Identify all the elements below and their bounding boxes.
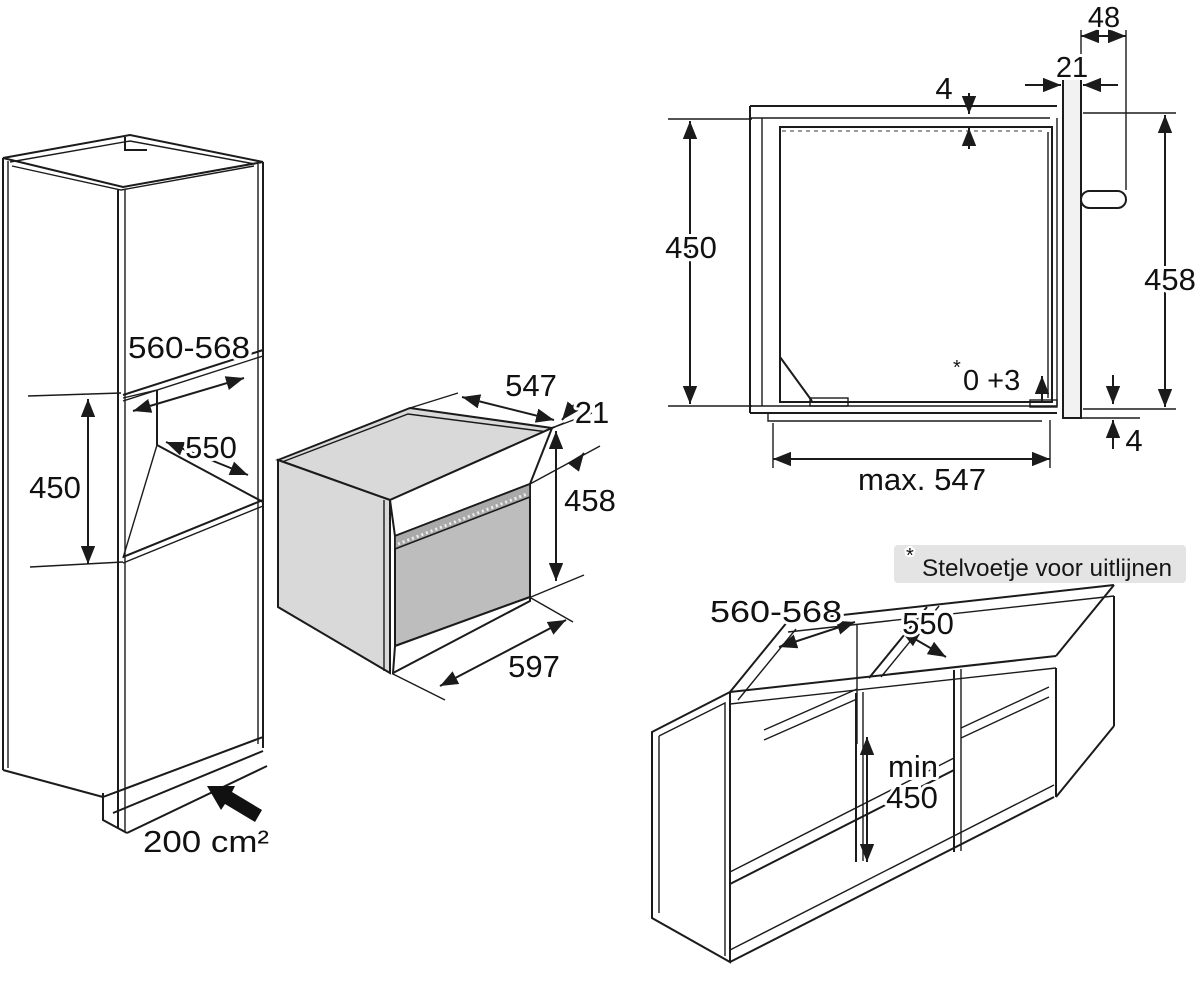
base-cabinet-min-label: min <box>888 749 938 784</box>
niche-height-label: 450 <box>665 230 717 265</box>
front-protrusion-label: 48 <box>1088 2 1120 34</box>
footnote-text: Stelvoetje voor uitlijnen <box>922 555 1172 582</box>
tall-cabinet-height-label: 450 <box>29 470 81 505</box>
tall-cabinet-top-notch <box>124 137 147 151</box>
oven-left-face <box>277 458 391 675</box>
oven-frame-offset-label: 21 <box>575 395 609 430</box>
base-cabinet-min-height-label: 450 <box>886 780 938 815</box>
door-thickness-label: 21 <box>1056 52 1088 84</box>
tall-cabinet-drawing: 560-568 550 450 200 cm² <box>2 133 272 862</box>
oven-depth-label: 547 <box>505 368 557 403</box>
appliance-section-outline <box>779 126 1053 403</box>
tall-cabinet-depth-label: 550 <box>185 430 237 465</box>
adjusting-foot-brace <box>779 356 813 402</box>
max-depth-label: max. 547 <box>858 462 986 497</box>
tall-cabinet-top-face <box>2 133 264 189</box>
base-cabinet-drawing: 560-568 550 min 450 <box>651 584 1115 964</box>
base-cabinet-depth-dimension <box>900 630 947 658</box>
base-cabinet-left-panel <box>651 690 731 964</box>
adjusting-foot-right <box>1029 399 1058 408</box>
oven-depth-dimension <box>461 394 555 423</box>
top-gap-label: 4 <box>935 71 952 106</box>
niche-section-drawing: 4 48 21 450 458 * 0 +3 4 max. 547 <box>662 0 1199 500</box>
oven-width-dimension <box>439 619 567 687</box>
door-front-bar <box>1062 77 1082 419</box>
appliance-height-label: 458 <box>1144 262 1196 297</box>
oven-door-handle <box>394 482 531 551</box>
tall-cabinet-vent-label: 200 cm² <box>143 824 269 859</box>
adjusting-foot-left <box>809 397 849 407</box>
oven-width-label: 597 <box>508 649 560 684</box>
tall-cabinet-depth-dimension <box>165 441 249 476</box>
base-cabinet-width-label: 560-568 <box>710 594 842 629</box>
foot-adjust-label: 0 +3 <box>963 365 1020 397</box>
vent-arrow-icon <box>207 786 262 822</box>
bottom-gap-label: 4 <box>1125 423 1142 458</box>
footnote-marker: * <box>906 545 914 567</box>
tall-cabinet-width-dimension <box>132 376 245 413</box>
oven-height-label: 458 <box>564 483 616 518</box>
tall-cabinet-width-label: 560-568 <box>128 330 250 365</box>
handle-section <box>1080 190 1127 209</box>
base-cabinet-depth-label: 550 <box>902 606 954 641</box>
footnote: * Stelvoetje voor uitlijnen <box>894 543 1186 583</box>
base-cabinet-width-dimension <box>778 620 856 649</box>
foot-adjust-marker: * <box>953 357 961 379</box>
oven-drawing: 547 21 458 597 <box>275 365 619 701</box>
